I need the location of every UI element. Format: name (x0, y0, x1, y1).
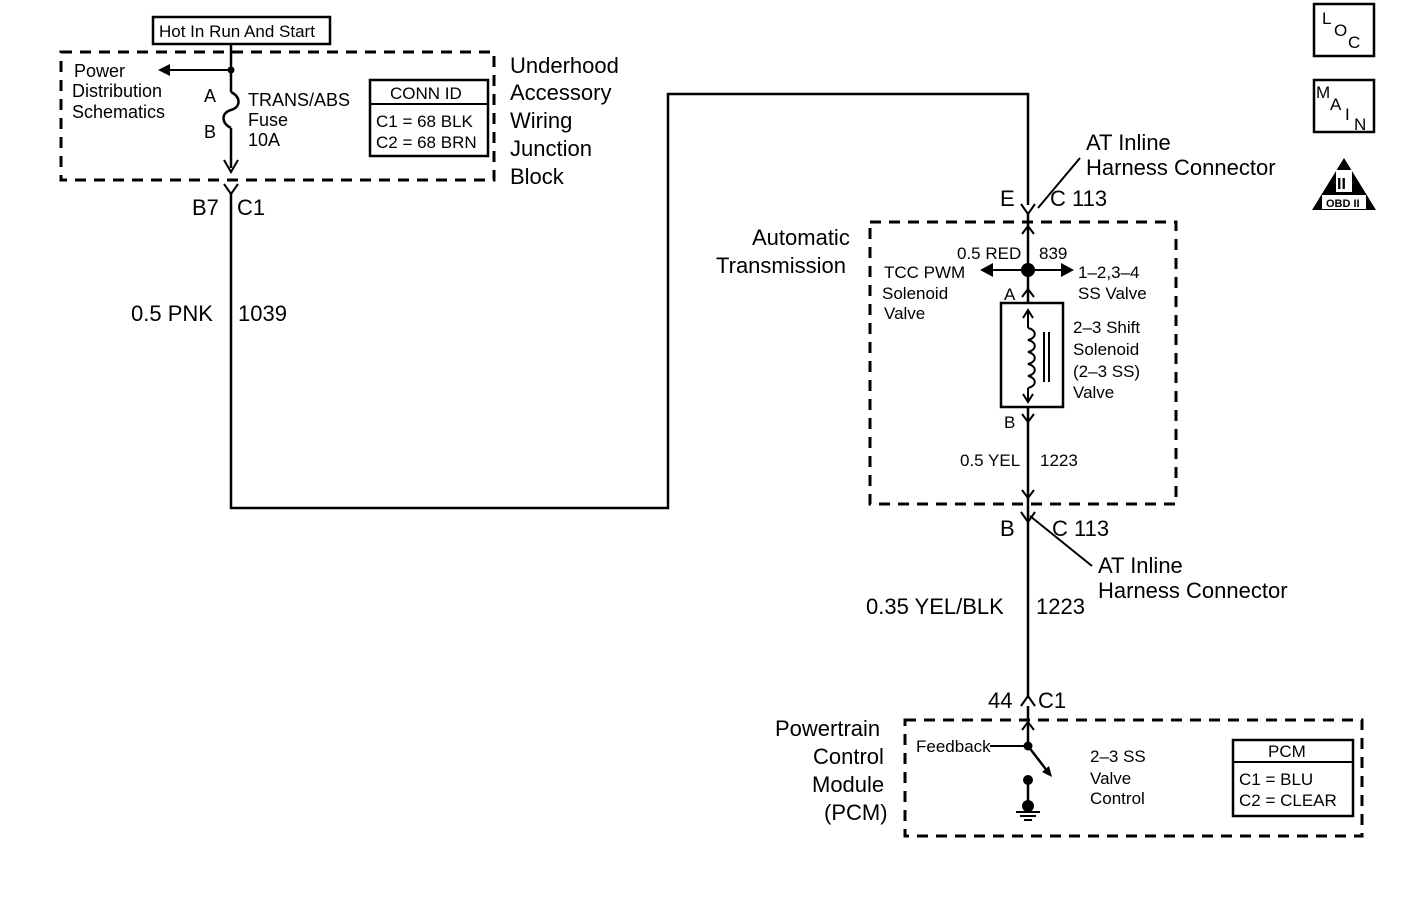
transmission-name-1: Automatic (752, 225, 850, 250)
junction-block-name-4: Junction (510, 136, 592, 161)
connector-44-pin: 44 (988, 688, 1012, 713)
main-badge[interactable]: M A I N (1312, 78, 1376, 134)
connector-44-conn: C1 (1038, 688, 1066, 713)
pcm-table-row-1: C1 = BLU (1239, 770, 1313, 789)
junction-block-name-2: Accessory (510, 80, 611, 105)
power-distribution-line-1: Power (74, 61, 125, 81)
pcm-control-line-3: Control (1090, 789, 1145, 808)
pcm-table-row-2: C2 = CLEAR (1239, 791, 1337, 810)
connector-c113-top-name-1: AT Inline (1086, 130, 1171, 155)
solenoid-pin-b: B (1004, 413, 1015, 432)
pcm-outline (903, 718, 1364, 838)
junction-block-name-3: Wiring (510, 108, 572, 133)
tcc-line-2: Solenoid (882, 284, 948, 303)
ss-valve-line-2: SS Valve (1078, 284, 1147, 303)
loc-badge-c: C (1348, 33, 1360, 52)
obd-ii-numeral: II (1337, 176, 1346, 193)
trans-abs-fuse (222, 52, 240, 174)
connector-c113-bottom-name-1: AT Inline (1098, 553, 1183, 578)
wire-1223-inner-circuit: 1223 (1040, 451, 1078, 470)
pcm-control-line-2: Valve (1090, 769, 1131, 788)
wire-1039-circuit: 1039 (238, 301, 287, 326)
main-badge-n: N (1354, 115, 1366, 134)
connector-b7-conn: C1 (237, 195, 265, 220)
connector-c113-bottom-conn: C 113 (1052, 516, 1109, 541)
ss-valve-line-1: 1–2,3–4 (1078, 263, 1139, 282)
transmission-outline (868, 220, 1178, 506)
transmission-name-2: Transmission (716, 253, 846, 278)
pcm-switch (990, 706, 1052, 821)
wire-1039-size-color: 0.5 PNK (131, 301, 213, 326)
hot-in-run-label-box: Hot In Run And Start (151, 15, 332, 46)
junction-block-name-1: Underhood (510, 53, 619, 78)
connector-c113-top-symbol (1020, 203, 1036, 216)
wire-839-size-color: 0.5 RED (957, 244, 1021, 263)
shift-solenoid-line-2: Solenoid (1073, 340, 1139, 359)
loc-badge[interactable]: L O C (1312, 2, 1376, 58)
loc-badge-o: O (1334, 21, 1347, 40)
hot-in-run-label: Hot In Run And Start (159, 22, 315, 41)
pcm-name-4: (PCM) (824, 800, 888, 825)
pcm-name-2: Control (813, 744, 884, 769)
connector-b7-symbol (223, 183, 239, 196)
wire-1039 (229, 92, 1030, 510)
pcm-feedback-label: Feedback (916, 737, 991, 756)
wire-1223-circuit: 1223 (1036, 594, 1085, 619)
connector-c113-bottom-name-2: Harness Connector (1098, 578, 1288, 603)
connector-b7-pin: B7 (192, 195, 219, 220)
connector-c113-top-name-2: Harness Connector (1086, 155, 1276, 180)
main-badge-i: I (1345, 105, 1350, 124)
power-distribution-line-2: Distribution (72, 81, 162, 101)
pcm-control-line-1: 2–3 SS (1090, 747, 1146, 766)
wire-1223-size-color: 0.35 YEL/BLK (866, 594, 1004, 619)
main-badge-a: A (1330, 95, 1342, 114)
pcm-name-3: Module (812, 772, 884, 797)
tcc-line-1: TCC PWM (884, 263, 965, 282)
conn-id-row-2: C2 = 68 BRN (376, 133, 477, 152)
fuse-name-line-3: 10A (248, 130, 280, 150)
tcc-line-3: Valve (884, 304, 925, 323)
connector-c113-top-pin: E (1000, 186, 1015, 211)
shift-solenoid-line-1: 2–3 Shift (1073, 318, 1140, 337)
connector-c113-bottom-pin: B (1000, 516, 1015, 541)
solenoid-pin-a: A (1004, 285, 1016, 304)
conn-id-table: CONN ID C1 = 68 BLK C2 = 68 BRN (368, 78, 490, 158)
fuse-terminal-b: B (204, 122, 216, 142)
wire-839-circuit: 839 (1039, 244, 1067, 263)
power-distribution-line-3: Schematics (72, 102, 165, 122)
obd-ii-badge[interactable]: II OBD II (1312, 158, 1376, 210)
pcm-table-title: PCM (1268, 742, 1306, 761)
shift-solenoid-23 (999, 301, 1065, 409)
fuse-name-line-1: TRANS/ABS (248, 90, 350, 110)
main-badge-m: M (1316, 83, 1330, 102)
pcm-conn-table: PCM C1 = BLU C2 = CLEAR (1231, 738, 1355, 818)
fuse-terminal-a: A (204, 86, 216, 106)
connector-44-symbol (1020, 694, 1036, 707)
shift-solenoid-line-3: (2–3 SS) (1073, 362, 1140, 381)
junction-block-name-5: Block (510, 164, 565, 189)
fuse-name-line-2: Fuse (248, 110, 288, 130)
connector-c113-top-conn: C 113 (1050, 186, 1107, 211)
conn-id-row-1: C1 = 68 BLK (376, 112, 474, 131)
wire-1223-inner-size-color: 0.5 YEL (960, 451, 1020, 470)
loc-badge-l: L (1322, 9, 1331, 28)
conn-id-title: CONN ID (390, 84, 462, 103)
junction-block-outline (59, 50, 496, 182)
shift-solenoid-line-4: Valve (1073, 383, 1114, 402)
pcm-name-1: Powertrain (775, 716, 880, 741)
obd-ii-label: OBD II (1326, 198, 1360, 210)
